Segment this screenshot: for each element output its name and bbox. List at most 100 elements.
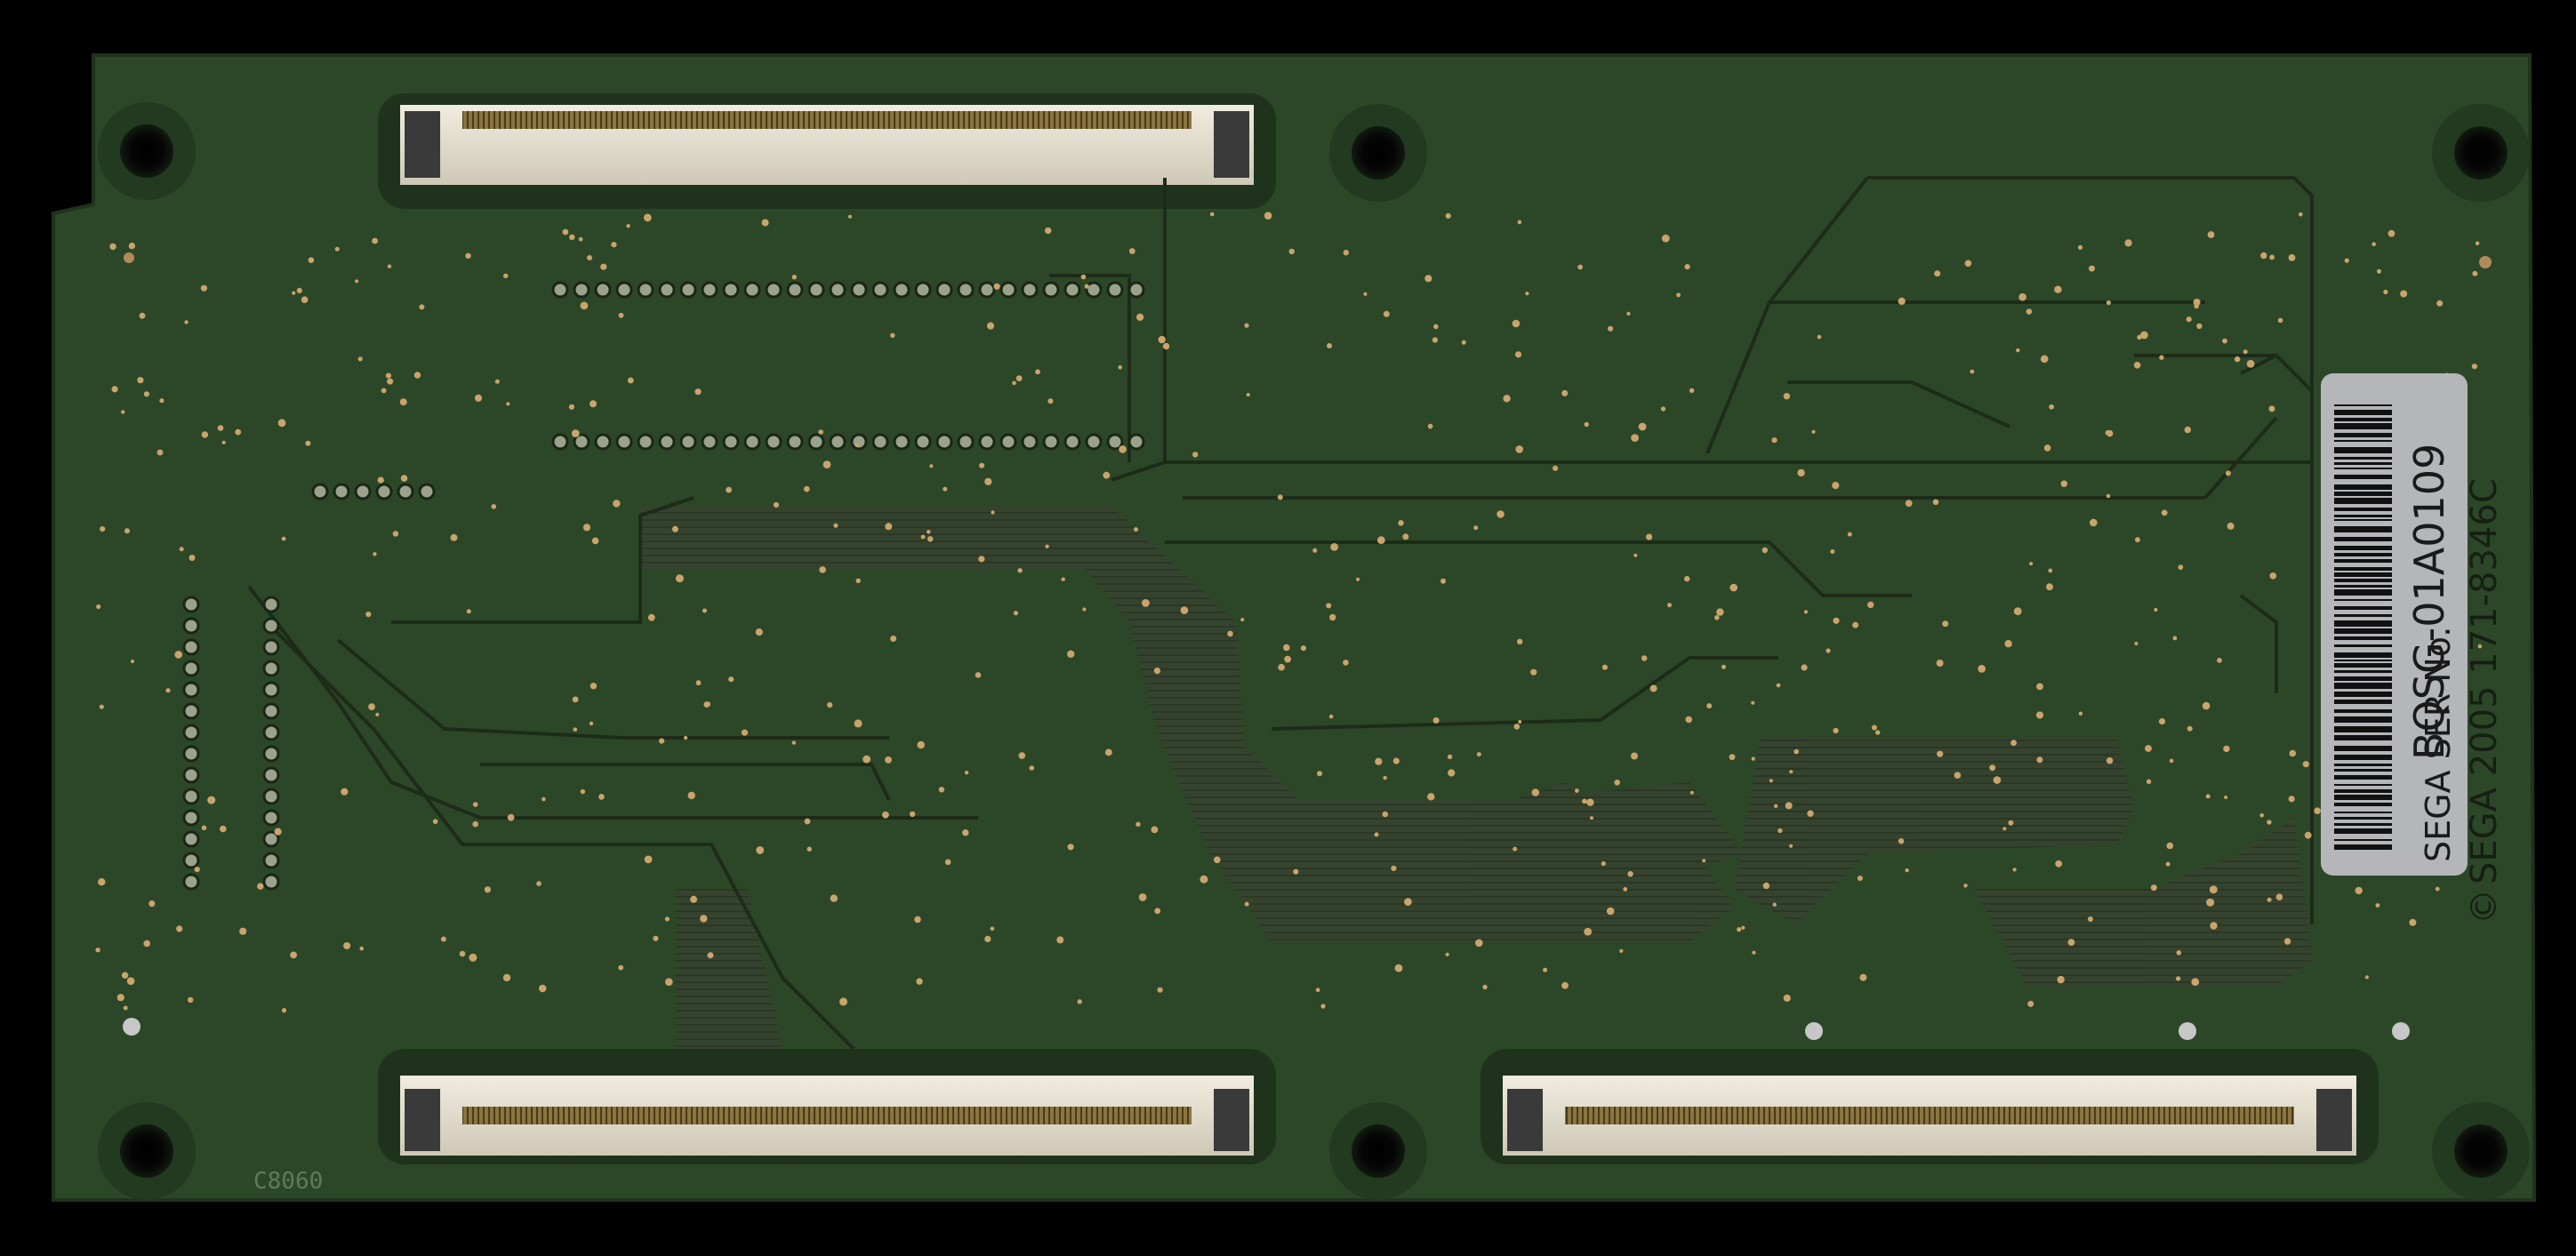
barcode-bar	[2334, 572, 2392, 577]
via	[189, 555, 196, 561]
via	[1029, 765, 1034, 771]
via	[2016, 348, 2020, 353]
via	[126, 977, 135, 985]
via	[2289, 749, 2297, 757]
via	[2277, 317, 2283, 324]
via	[1047, 398, 1054, 404]
via	[2087, 916, 2093, 922]
via	[1830, 549, 1835, 554]
barcode-bar	[2334, 670, 2392, 673]
via	[885, 523, 893, 531]
via	[290, 951, 297, 959]
via	[571, 429, 580, 437]
via	[1227, 630, 1233, 637]
via	[1017, 568, 1023, 573]
pin-hole	[871, 433, 889, 451]
via	[705, 701, 710, 708]
via	[611, 242, 617, 248]
via	[2018, 292, 2026, 301]
via	[99, 704, 104, 709]
pin-hole	[418, 483, 436, 500]
via	[2186, 316, 2192, 323]
via	[2040, 355, 2049, 364]
via	[1898, 838, 1905, 844]
via	[671, 525, 678, 532]
via	[2364, 975, 2369, 980]
via	[1513, 724, 1521, 730]
barcode-bar	[2334, 660, 2392, 661]
via	[1789, 770, 1794, 774]
via	[1157, 987, 1163, 993]
via	[1729, 583, 1737, 592]
via	[863, 755, 871, 764]
via	[200, 284, 207, 292]
via	[2010, 740, 2018, 747]
via	[2371, 242, 2376, 247]
via	[1660, 406, 1666, 412]
via	[1288, 248, 1295, 255]
via	[2036, 756, 2043, 764]
via	[890, 332, 895, 338]
via	[582, 524, 591, 532]
pin-hole	[658, 281, 676, 299]
via	[484, 886, 492, 893]
via	[2158, 718, 2166, 725]
barcode-bar	[2334, 526, 2392, 532]
via	[365, 612, 372, 618]
via	[984, 477, 992, 485]
barcode-bar	[2334, 410, 2392, 415]
pin-hole	[1021, 281, 1039, 299]
via	[2004, 640, 2012, 648]
via	[1104, 748, 1112, 756]
via	[1584, 421, 1589, 428]
via	[2314, 807, 2321, 814]
via	[590, 683, 598, 690]
via	[1391, 865, 1397, 872]
via	[978, 556, 985, 563]
via	[217, 425, 224, 431]
via	[1517, 638, 1523, 644]
via	[1685, 716, 1692, 724]
via	[1737, 927, 1742, 932]
via	[2054, 285, 2062, 293]
ser-caption: SEGA SER No.	[2419, 627, 2458, 862]
barcode-bar	[2334, 746, 2392, 751]
via	[1343, 660, 1349, 666]
connector-top	[378, 93, 1276, 209]
via	[1448, 769, 1456, 777]
pin-hole	[786, 433, 804, 451]
via	[618, 312, 624, 318]
via	[2435, 886, 2440, 892]
via	[1601, 860, 1606, 867]
via	[1689, 790, 1694, 795]
via	[1584, 927, 1593, 936]
pin-hole	[1085, 433, 1103, 451]
via	[413, 372, 421, 379]
via	[1661, 234, 1670, 243]
via	[1515, 445, 1523, 453]
via	[1807, 810, 1814, 817]
via	[1084, 284, 1089, 289]
pin-hole	[701, 433, 718, 451]
pin-hole	[333, 483, 350, 500]
pin-hole	[182, 830, 200, 848]
via	[2027, 1000, 2034, 1007]
via	[343, 942, 351, 949]
via	[1015, 375, 1023, 381]
pin-hole	[893, 433, 911, 451]
via	[1330, 543, 1338, 551]
via	[1517, 220, 1522, 225]
pin-hole	[573, 433, 590, 451]
via	[1374, 832, 1379, 837]
via	[96, 604, 101, 610]
via	[1012, 380, 1016, 386]
via	[702, 608, 707, 613]
via	[2234, 356, 2241, 363]
silkscreen-code: C8060	[253, 1168, 323, 1195]
pin-hole	[594, 433, 612, 451]
via	[653, 935, 659, 941]
via	[2436, 300, 2444, 307]
via	[1762, 882, 1770, 890]
via	[591, 537, 599, 545]
via	[2355, 886, 2363, 895]
